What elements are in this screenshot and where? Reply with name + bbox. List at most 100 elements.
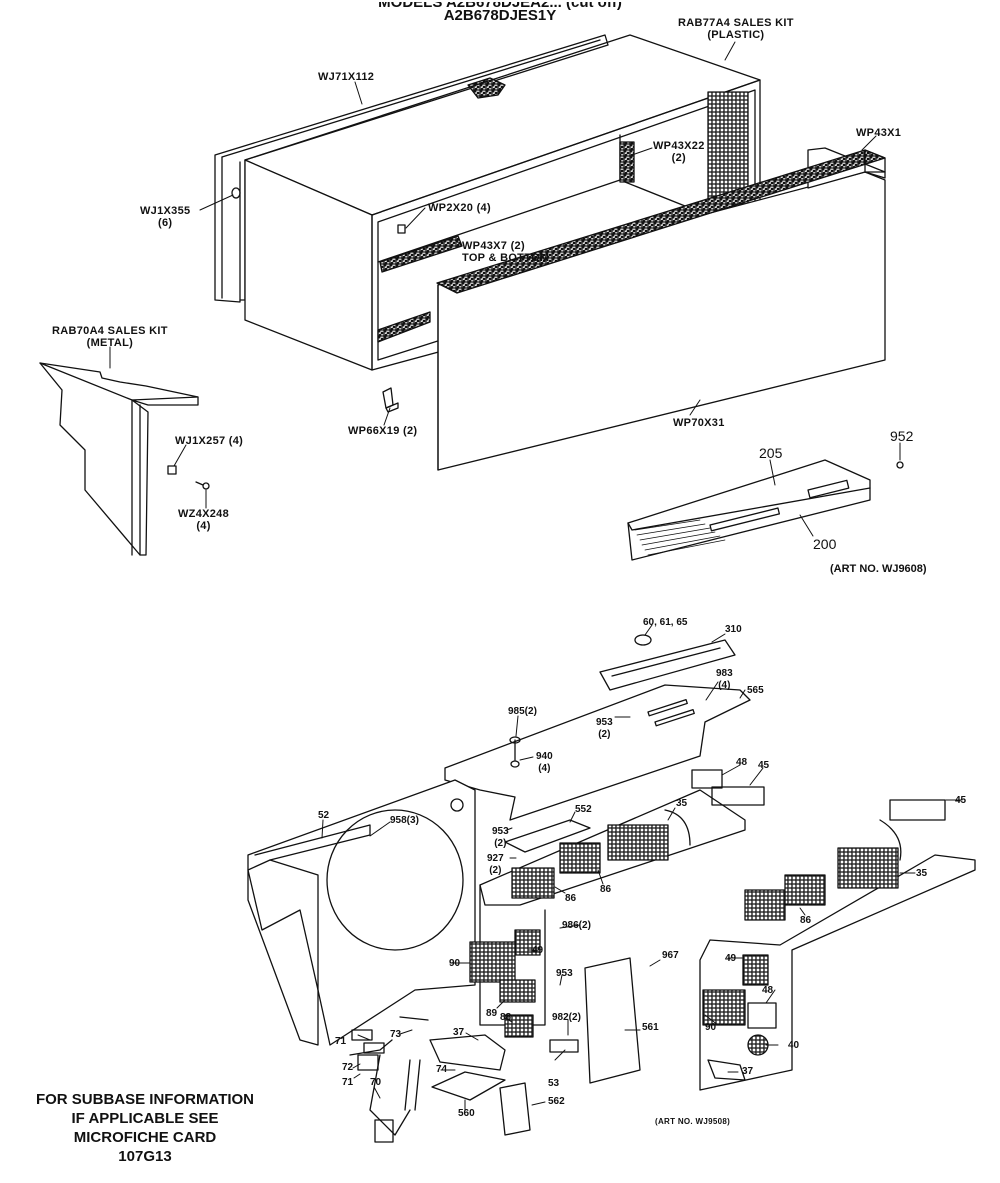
bracket-wp66x19 [382, 387, 399, 413]
control-cover-plate [599, 639, 736, 691]
part-label-text: 940 [536, 751, 553, 762]
part-label-rab77a4: RAB77A4 SALES KIT (PLASTIC) [678, 17, 794, 41]
part-label-560: 560 [458, 1108, 475, 1119]
subbase-note: FOR SUBBASE INFORMATION IF APPLICABLE SE… [10, 1090, 280, 1166]
part-label-52: 52 [318, 810, 330, 821]
front-panel [436, 147, 886, 471]
part-label-89: 89 [486, 1008, 498, 1019]
part-label-953-a: 953 (2) [596, 717, 613, 741]
bracket-37a [429, 1034, 506, 1071]
leader-lines [109, 41, 963, 1111]
part-label-text: WP43X22 [653, 140, 705, 152]
part-label-953-b: 953 (2) [492, 826, 509, 850]
part-label-35-a: 35 [676, 798, 688, 809]
control-panel-cover [627, 459, 871, 561]
relay-49b [742, 954, 769, 986]
bracket-53 [549, 1039, 579, 1053]
insulation-552 [504, 819, 591, 853]
part-label-49-a: 49 [532, 945, 544, 956]
part-label-565: 565 [747, 685, 764, 696]
right-chassis [699, 854, 976, 1091]
part-label-sub: (PLASTIC) [707, 29, 765, 41]
part-label-45-a: 45 [758, 760, 770, 771]
relay-88 [504, 1014, 534, 1038]
part-label-text: 953 [492, 826, 509, 837]
subbase-note-line: FOR SUBBASE INFORMATION [35, 1091, 255, 1108]
part-label-text: WP43X7 (2) [462, 240, 525, 252]
part-label-952: 952 [890, 428, 914, 444]
part-label-sub: (6) [158, 217, 173, 229]
part-label-text: 983 [716, 668, 733, 679]
part-label-71-b: 71 [342, 1077, 354, 1088]
relay-86a [511, 867, 555, 899]
selector-switch-35b [837, 819, 902, 889]
part-label-561: 561 [642, 1022, 659, 1033]
part-label-48-a: 48 [736, 757, 748, 768]
metal-side-panel [39, 362, 199, 556]
part-label-73: 73 [390, 1029, 402, 1040]
box-562 [499, 1082, 531, 1136]
part-label-71-a: 71 [335, 1036, 347, 1047]
part-label-205: 205 [759, 445, 783, 461]
part-label-983: 983 (4) [716, 668, 733, 692]
part-label-72: 72 [342, 1062, 354, 1073]
model-title-partial: MODELS A2B678DJEA2... (cut off) [378, 0, 622, 11]
selector-switch-35a [607, 809, 691, 861]
art-number-lower: (ART NO. WJ9508) [655, 1117, 731, 1126]
terminal-48b [747, 1002, 777, 1029]
part-label-200: 200 [813, 536, 837, 552]
power-cord-70 [349, 1039, 421, 1143]
part-label-text: WZ4X248 [178, 508, 230, 520]
flange-top-bracket [467, 77, 506, 99]
subbase-note-line: 107G13 [118, 1148, 172, 1165]
relay-86c [744, 874, 826, 921]
part-label-wj1x257: WJ1X257 (4) [175, 435, 244, 447]
part-label-wp43x7: WP43X7 (2) TOP & BOTTOM [462, 240, 549, 264]
part-label-940: 940 (4) [536, 751, 553, 775]
part-label-37-b: 37 [742, 1066, 754, 1077]
relay-86b [559, 842, 601, 874]
part-label-wp66x19: WP66X19 (2) [348, 425, 418, 437]
part-label-sub: (2) [489, 865, 502, 876]
terminal-block-45a [711, 786, 765, 806]
part-label-982: 982(2) [552, 1012, 581, 1023]
part-label-wp2x20: WP2X20 (4) [428, 202, 491, 214]
part-label-927: 927 (2) [487, 853, 504, 877]
top-plate [444, 684, 751, 821]
part-label-86-a: 86 [565, 893, 577, 904]
part-label-552: 552 [575, 804, 592, 815]
terminal-block-45b [889, 799, 946, 821]
part-label-wj1x355: WJ1X355 (6) [140, 205, 190, 229]
part-label-86-b: 86 [600, 884, 612, 895]
part-label-986: 986(2) [562, 920, 591, 931]
transformer-90b [702, 989, 746, 1026]
base-plate-560 [431, 1071, 506, 1101]
clip-wj1x257 [167, 465, 177, 475]
subbase-note-line: IF APPLICABLE SEE [71, 1110, 219, 1127]
art-number-upper: (ART NO. WJ9608) [830, 563, 927, 575]
part-label-40: 40 [788, 1040, 800, 1051]
bracket-37b [707, 1059, 746, 1081]
part-label-74: 74 [436, 1064, 448, 1075]
model-title: A2B678DJES1Y [443, 7, 557, 24]
part-label-53: 53 [548, 1078, 560, 1089]
part-label-90-a: 90 [449, 958, 461, 969]
part-label-text: RAB77A4 SALES KIT [678, 17, 794, 29]
bolt-985 [509, 736, 521, 768]
part-label-70: 70 [370, 1077, 382, 1088]
part-label-60-61-65: 60, 61, 65 [643, 617, 688, 628]
part-label-text: WJ1X355 [140, 205, 191, 217]
wall-sleeve-box [231, 34, 761, 371]
part-label-967: 967 [662, 950, 679, 961]
part-label-37-a: 37 [453, 1027, 465, 1038]
part-label-wj71x112: WJ71X112 [318, 71, 375, 83]
part-label-90-b: 90 [705, 1022, 717, 1033]
part-label-sub: (4) [718, 680, 731, 691]
part-label-wp70x31: WP70X31 [673, 417, 725, 429]
part-label-sub: (2) [671, 152, 686, 164]
part-label-wz4x248: WZ4X248 (4) [178, 508, 229, 532]
part-label-text: 953 [596, 717, 613, 728]
part-label-48-b: 48 [762, 985, 774, 996]
subbase-note-line: MICROFICHE CARD [73, 1129, 217, 1146]
